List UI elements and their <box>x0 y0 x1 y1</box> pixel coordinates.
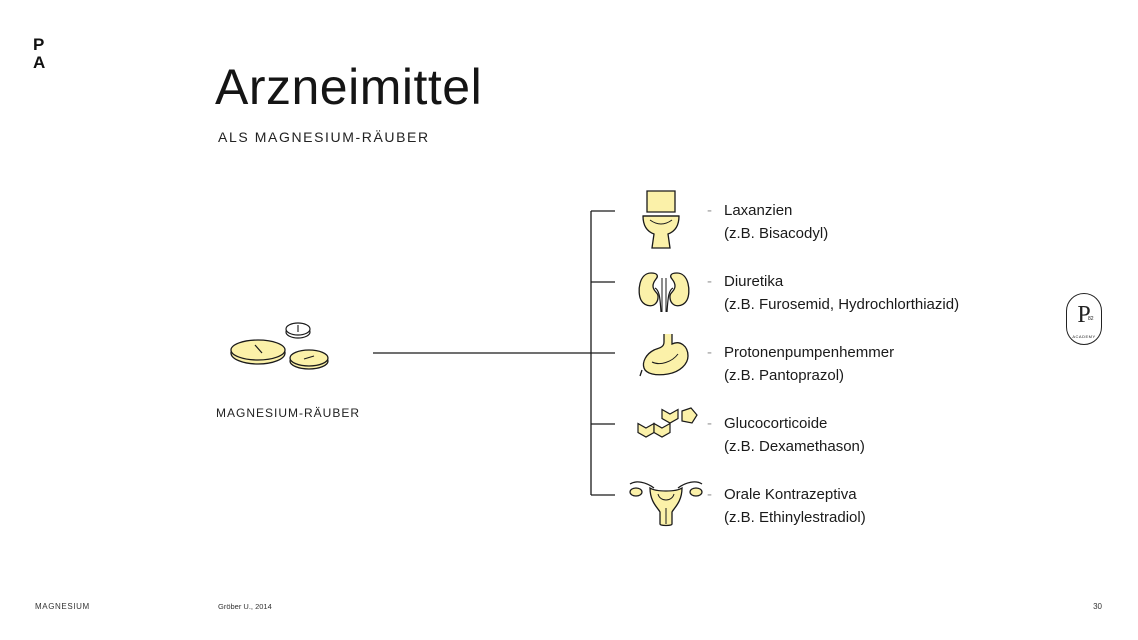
badge-number: 82 <box>1088 316 1094 322</box>
academy-badge: P 82 ACADEMY <box>1066 293 1102 345</box>
list-bullet: - <box>707 202 712 219</box>
item-name: Laxanzien <box>724 202 793 219</box>
footer-citation: Gröber U., 2014 <box>218 602 272 611</box>
logo-letter-a: A <box>33 53 46 72</box>
list-item-laxanzien: - Laxanzien (z.B. Bisacodyl) <box>707 199 828 245</box>
list-item-glucocorticoide: - Glucocorticoide (z.B. Dexamethason) <box>707 412 865 458</box>
badge-text: ACADEMY <box>1072 334 1096 339</box>
page-title: Arzneimittel <box>215 59 483 115</box>
brand-logo: P A <box>33 36 45 72</box>
pills-icon <box>230 322 329 370</box>
item-name: Orale Kontrazeptiva <box>724 486 857 503</box>
item-name: Diuretika <box>724 273 784 290</box>
toilet-icon <box>642 190 680 249</box>
logo-letter-p: P <box>33 35 45 54</box>
uterus-icon <box>629 481 703 527</box>
item-example: (z.B. Bisacodyl) <box>724 225 829 242</box>
badge-letter: P <box>1077 302 1091 328</box>
source-label: MAGNESIUM-RÄUBER <box>216 406 361 420</box>
footer-topic: MAGNESIUM <box>35 602 90 611</box>
list-item-diuretika: - Diuretika (z.B. Furosemid, Hydrochlort… <box>707 270 959 316</box>
molecule-icon <box>637 407 698 438</box>
item-example: (z.B. Dexamethason) <box>724 438 865 455</box>
kidneys-icon <box>638 272 690 313</box>
list-bullet: - <box>707 415 712 432</box>
item-example: (z.B. Ethinylestradiol) <box>724 509 866 526</box>
list-bullet: - <box>707 486 712 503</box>
list-bullet: - <box>707 273 712 290</box>
page-number: 30 <box>1093 602 1102 611</box>
item-name: Protonenpumpenhemmer <box>724 344 895 361</box>
list-item-protonenpumpenhemmer: - Protonenpumpenhemmer (z.B. Pantoprazol… <box>707 341 894 387</box>
item-name: Glucocorticoide <box>724 415 828 432</box>
list-item-orale-kontrazeptiva: - Orale Kontrazeptiva (z.B. Ethinylestra… <box>707 483 866 529</box>
list-bullet: - <box>707 344 712 361</box>
stomach-icon <box>639 334 689 377</box>
item-example: (z.B. Furosemid, Hydrochlorthiazid) <box>724 296 960 313</box>
item-example: (z.B. Pantoprazol) <box>724 367 845 384</box>
page-subtitle: ALS MAGNESIUM-RÄUBER <box>218 129 430 145</box>
